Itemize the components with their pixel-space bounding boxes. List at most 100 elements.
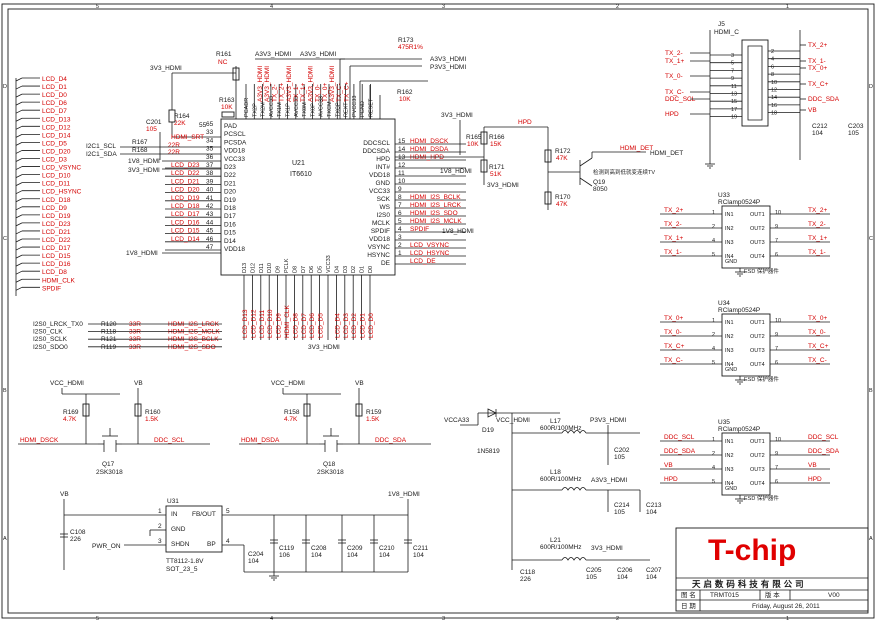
c213-val: 104 [646, 509, 657, 516]
company-name: 天 启 数 码 科 技 有 限 公 司 [692, 579, 804, 590]
l18-val: 600R/100MHz [540, 476, 582, 483]
u21-bottom-pin: D11 [259, 263, 265, 273]
reg-out: 1V8_HDMI [388, 491, 420, 498]
bus-net: LCD_D19 [42, 213, 71, 220]
u21-top-net: TX_1+ [300, 82, 307, 102]
j5-left-pin: 7 [731, 68, 734, 74]
esd-rpin-num: 10 [775, 437, 781, 443]
u21-bottom-pin: D0 [368, 266, 374, 273]
u21-pin-name: VDD18 [369, 236, 390, 243]
u21-pin-name: D15 [224, 230, 236, 237]
reg-vb: VB [60, 491, 69, 498]
power-filter: VCCA33 D19 1N5819 VCC_HDMI L17 600R/100M… [444, 408, 662, 583]
u21-left-net: LCD_D14 [171, 236, 200, 243]
frame-col-top: 4 [270, 4, 273, 10]
reg-cap-ref: C210 [379, 545, 395, 552]
u31-pin-gnd: GND [171, 526, 186, 533]
u21-pin-num: 42 [206, 203, 214, 210]
u21-top-net: A3V3_HDMI [257, 66, 264, 102]
r170-ref: R170 [555, 194, 571, 201]
i2s-net: I2S0_LRCK_TX0 [33, 321, 83, 328]
u21-top-pin: TX1M [277, 102, 283, 117]
bus-net: LCD_D0 [42, 92, 67, 99]
u21-pin-num: 34 [206, 137, 214, 144]
esd-lpin-num: 4 [712, 465, 715, 471]
esd-right-net: HPD [808, 476, 822, 483]
esd-gnd-pin: GND [725, 486, 737, 492]
mos-ra-ref: R158 [284, 409, 300, 416]
j5-left-net: TX_1+ [665, 58, 685, 65]
r171-val: 51K [490, 171, 502, 178]
u21-pin-name: D22 [224, 172, 236, 179]
label-1v8-b: 1V8_HDMI [126, 250, 158, 257]
j5-right-net: TX_1- [808, 58, 826, 65]
c213-ref: C213 [646, 502, 662, 509]
r165-val: 10K [467, 141, 479, 148]
esd-note: ESD 保护器件 [744, 267, 779, 275]
c207-ref: C207 [646, 567, 662, 574]
u21-pin-name: HPD [376, 156, 390, 163]
u21-top-left-network: 3V3_HDMI R161 NC R163 10K R164 22K 55 C2… [86, 51, 240, 257]
frame-col-bottom: 4 [270, 616, 273, 622]
mos-ra-val: 4.7K [63, 416, 77, 423]
bus-net: LCD_D13 [42, 116, 71, 123]
u21-pin-name: INT# [376, 164, 390, 171]
u21-left-net: LCD_D18 [171, 203, 200, 210]
frame-col-bottom: 2 [616, 616, 619, 622]
u21-pin-name: DE [381, 260, 391, 267]
mos-out-net: DDC_SCL [154, 437, 185, 444]
mos-vb: VB [355, 380, 364, 387]
c212-val: 104 [812, 130, 823, 137]
tchip-logo: T-chip [708, 534, 796, 567]
bus-net: LCD_HSYNC [42, 189, 82, 196]
j5-left-net: TX_C- [665, 89, 684, 96]
u21-bottom-pin: D6 [309, 266, 315, 273]
u21-pin-name: PCSCL [224, 131, 246, 138]
bus-net: LCD_D14 [42, 132, 71, 139]
u21-left-net: LCD_D17 [171, 211, 200, 218]
esd-rpin-num: 10 [775, 210, 781, 216]
u21-pin-name: PAD [224, 123, 237, 130]
u21-bottom-pin: D8 [292, 266, 298, 273]
u21-pin-name: D23 [224, 164, 236, 171]
u21-pin-num: 43 [206, 211, 214, 218]
hdmi-det-net: HDMI_DET [620, 145, 653, 152]
esd-in-pin: IN4 [725, 362, 734, 368]
u21-pin-num: 46 [206, 236, 214, 243]
frame-col-top: 5 [96, 4, 99, 10]
u31-pin-shdn: SHDN [171, 541, 190, 548]
u21-pin-num: 13 [398, 154, 406, 161]
bus-net: LCD_D10 [42, 173, 71, 180]
i2s-res-ref: R120 [101, 321, 117, 328]
j5-left-net: HPD [665, 111, 679, 118]
label-a3v3-1: A3V3_HDMI [255, 51, 291, 58]
u21-bottom-pin: D3 [343, 266, 349, 273]
u31-pin-fb: FB/OUT [192, 511, 216, 518]
c214-val: 105 [614, 509, 625, 516]
bus-net: LCD_D17 [42, 245, 71, 252]
j5-part: HDMI_C [714, 29, 739, 36]
r170-val: 47K [556, 201, 568, 208]
esd-right-net: TX_0+ [808, 315, 828, 322]
u21-pin-name: VDD18 [224, 148, 245, 155]
u21-bottom-net: LCD_D3 [343, 313, 350, 338]
j5-right-net: TX_0+ [808, 65, 828, 72]
r166-ref: R166 [489, 134, 505, 141]
j5-left-pin: 11 [731, 84, 737, 90]
r172-symbol [544, 149, 552, 163]
esd-lpin-num: 2 [712, 224, 715, 230]
bus-net: LCD_D9 [42, 205, 67, 212]
u21-bottom-pin: D13 [242, 263, 248, 273]
esd-right-net: DDC_SCL [808, 434, 839, 441]
esd-part: RClamp0524P [718, 307, 760, 314]
u21-top-pin: PVCC33 [352, 96, 358, 117]
reg-cap-val: 104 [379, 552, 390, 559]
u21-pin-name: D21 [224, 180, 236, 187]
a3v3-net: A3V3_HDMI [591, 477, 627, 484]
version-label: 版 本 [765, 590, 780, 599]
u21-pin-num: 44 [206, 219, 214, 226]
esd-lpin-num: 2 [712, 451, 715, 457]
esd-rpin-num: 6 [775, 252, 778, 258]
label-3v3-b: 3V3_HDMI [487, 182, 519, 189]
label-3v3-bot: 3V3_HDMI [308, 344, 340, 351]
